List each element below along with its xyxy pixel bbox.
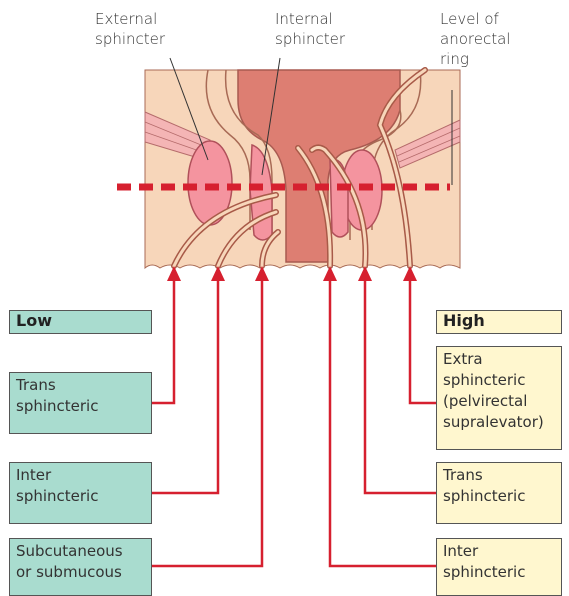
connector-inter-low <box>152 280 218 493</box>
anorectal-ring-label: Level of anorectal ring <box>440 9 550 69</box>
arrow-head <box>211 266 225 281</box>
low-trans-box: Trans sphincteric <box>9 372 152 434</box>
connector-extra <box>410 280 436 403</box>
high-trans-box: Trans sphincteric <box>436 462 562 524</box>
connector-subcutaneous <box>152 280 262 566</box>
arrow-head <box>167 266 181 281</box>
arrow-head <box>403 266 417 281</box>
low-header: Low <box>9 310 152 334</box>
connector-trans-low <box>152 280 174 403</box>
high-header: High <box>436 310 562 334</box>
internal-sphincter-label: Internal sphincter <box>275 9 385 49</box>
high-inter-box: Inter sphincteric <box>436 538 562 596</box>
arrow-head <box>323 266 337 281</box>
high-extra-box: Extra sphincteric (pelvirectal supraleva… <box>436 346 562 450</box>
low-subcutaneous-box: Subcutaneous or submucous <box>9 538 152 596</box>
connector-inter-high <box>330 280 436 566</box>
low-inter-box: Inter sphincteric <box>9 462 152 524</box>
connector-trans-high <box>365 280 436 493</box>
arrow-head <box>255 266 269 281</box>
external-sphincter-label: External sphincter <box>95 9 205 49</box>
